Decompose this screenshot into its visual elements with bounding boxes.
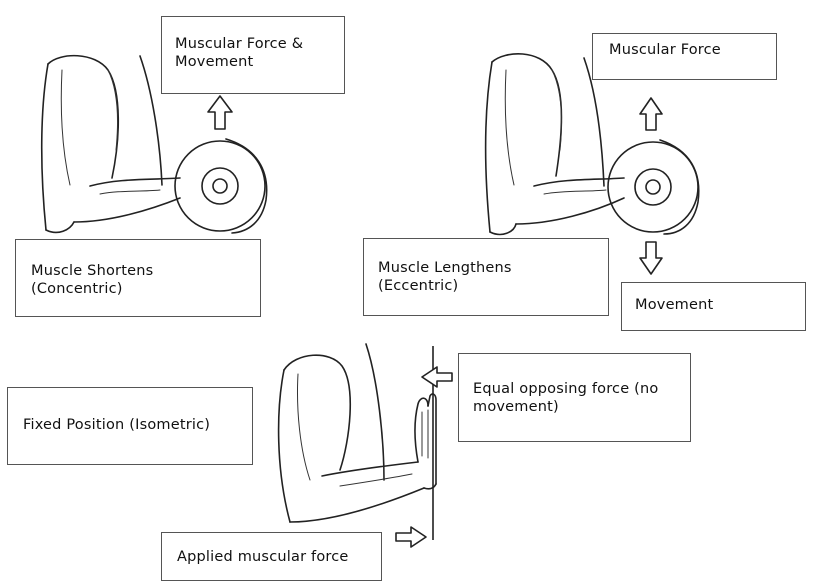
eccentric-force-arrow-up-icon [639,97,663,131]
eccentric-state-label-line1: Muscle Lengthens [378,260,512,276]
isometric-state-label: Fixed Position (Isometric) [23,417,211,433]
isometric-state-label-box: Fixed Position (Isometric) [7,387,253,465]
isometric-arm-illustration [277,343,437,523]
isometric-applied-label: Applied muscular force [177,549,349,565]
applied-force-arrow-right-icon [395,526,427,548]
isometric-applied-label-box: Applied muscular force [161,532,382,581]
concentric-dumbbell-icon [174,138,268,234]
concentric-force-arrow-up-icon [207,95,233,130]
eccentric-movement-label: Movement [635,297,714,313]
eccentric-dumbbell-icon [607,139,700,235]
eccentric-force-label-box: Muscular Force [592,33,777,80]
eccentric-movement-arrow-down-icon [639,241,663,275]
isometric-opposing-label-line2: movement) [473,399,559,415]
isometric-opposing-label-box: Equal opposing force (no movement) [458,353,691,442]
eccentric-arm-illustration [484,53,625,236]
concentric-arm-illustration [40,54,181,234]
concentric-force-label-line1: Muscular Force & [175,36,304,52]
eccentric-state-label-line2: (Eccentric) [378,278,459,294]
eccentric-force-label: Muscular Force [609,42,721,58]
concentric-force-label-line2: Movement [175,54,254,70]
opposing-force-arrow-left-icon [421,366,453,388]
isometric-opposing-label-line1: Equal opposing force (no [473,381,659,397]
concentric-force-label-box: Muscular Force & Movement [161,16,345,94]
eccentric-state-label-box: Muscle Lengthens (Eccentric) [363,238,609,316]
eccentric-movement-label-box: Movement [621,282,806,331]
concentric-state-label-line1: Muscle Shortens [31,263,154,279]
concentric-state-label-box: Muscle Shortens (Concentric) [15,239,261,317]
concentric-state-label-line2: (Concentric) [31,281,123,297]
